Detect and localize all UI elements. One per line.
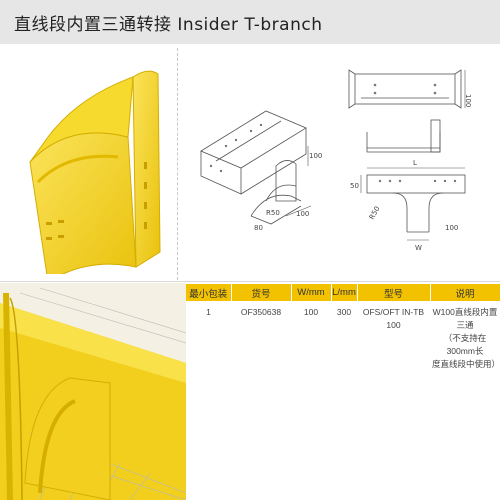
- isometric-drawing: 100 100 R50 80: [200, 110, 322, 232]
- installation-photo: [0, 283, 186, 500]
- iso-dim-r50: R50: [266, 209, 280, 217]
- section-divider-horizontal: [0, 281, 500, 282]
- description-line: W100直线段内置三通: [432, 307, 498, 330]
- table-row: 1 OF350638 100 300 OFS/OFT IN-TB 100 W10…: [186, 301, 500, 372]
- right-dim-r50: R50: [368, 205, 382, 221]
- cell-length: 300: [336, 307, 352, 317]
- page-title: 直线段内置三通转接 Insider T-branch: [14, 14, 323, 35]
- right-dim-100-top: 100: [464, 94, 472, 107]
- cell-description: W100直线段内置三通 （不支持在300mm长 度直线段中使用）: [430, 301, 500, 372]
- product-photo-t-branch: [29, 70, 161, 274]
- cell-min-pack: 1: [206, 307, 211, 317]
- col-header-item-no: 货号: [231, 284, 292, 301]
- col-header-model: 型号: [357, 284, 431, 301]
- cell-width: 100: [303, 307, 319, 317]
- right-dim-w: W: [415, 244, 422, 252]
- col-header-min-pack: 最小包装: [186, 284, 232, 301]
- description-line: 度直线段中使用）: [432, 359, 500, 369]
- cell-item-no: OF350638: [240, 307, 282, 317]
- col-header-length: L/mm: [331, 284, 358, 301]
- right-dim-50: 50: [350, 182, 359, 190]
- table-header-row: 最小包装 货号 W/mm L/mm 型号 说明: [186, 284, 500, 301]
- description-line: （不支持在300mm长: [443, 333, 487, 356]
- iso-dim-100-bottom: 100: [296, 210, 309, 218]
- right-dim-100: 100: [445, 224, 458, 232]
- section-divider: [177, 48, 179, 280]
- col-header-width: W/mm: [291, 284, 332, 301]
- right-dim-l: L: [413, 159, 417, 167]
- spec-table: 最小包装 货号 W/mm L/mm 型号 说明 1 OF350638 100 3…: [186, 284, 500, 372]
- cell-model: OFS/OFT IN-TB 100: [362, 307, 425, 330]
- page-header: 直线段内置三通转接 Insider T-branch: [0, 0, 500, 44]
- orthographic-drawing: 100 L 50 R50 W 100: [348, 69, 472, 252]
- col-header-description: 说明: [430, 284, 500, 301]
- iso-dim-100-right: 100: [309, 152, 322, 160]
- iso-dim-80: 80: [254, 224, 263, 232]
